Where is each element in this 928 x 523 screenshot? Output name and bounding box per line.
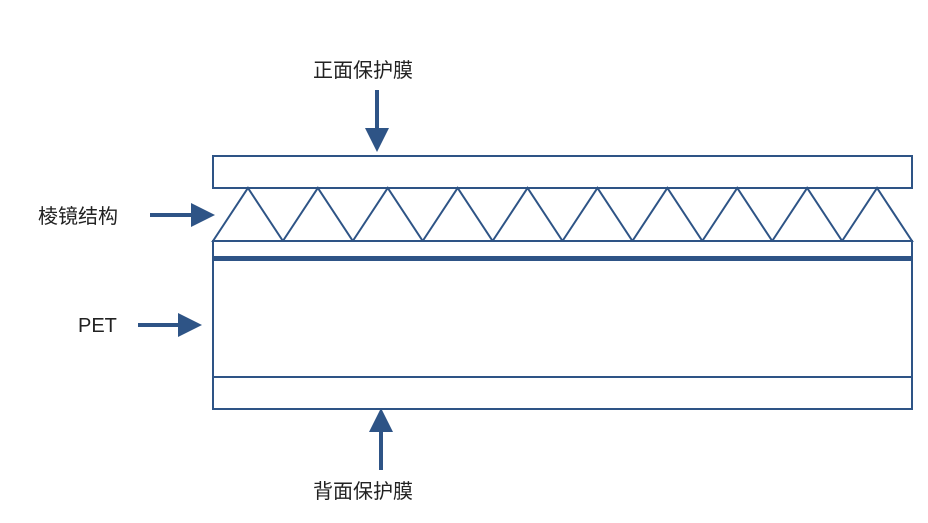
pet-label: PET <box>78 315 117 337</box>
prism-triangle <box>840 186 914 242</box>
front-protective-film-label: 正面保护膜 <box>313 58 413 82</box>
pet-layer <box>212 258 913 378</box>
prism-triangle <box>420 186 495 242</box>
back-protective-film-label: 背面保护膜 <box>313 479 413 503</box>
prism-triangle <box>630 186 705 242</box>
prism-structure-label: 棱镜结构 <box>38 204 118 228</box>
prism-structure-layer <box>211 186 914 242</box>
prism-triangle <box>211 186 285 242</box>
prism-triangle <box>560 186 635 242</box>
prism-base-strip <box>212 240 913 258</box>
back-protective-film-layer <box>212 376 913 410</box>
prism-triangle <box>770 186 844 242</box>
prism-triangle <box>350 186 425 242</box>
prism-triangle <box>700 186 775 242</box>
front-protective-film-layer <box>212 155 913 189</box>
prism-triangle <box>281 186 355 242</box>
prism-triangle <box>490 186 565 242</box>
